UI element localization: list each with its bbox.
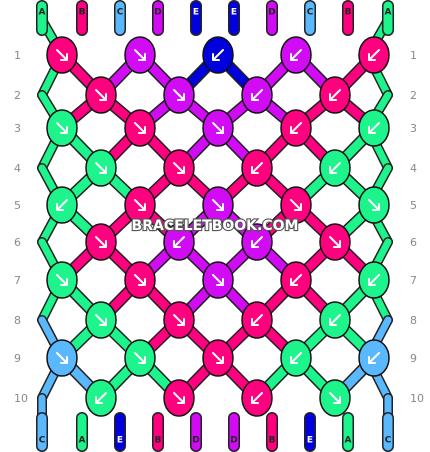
arrow-down-left-icon bbox=[212, 49, 224, 61]
row-labels: 1 1 2 2 3 3 4 4 5 5 6 6 7 7 8 8 9 9 10 10 bbox=[14, 49, 424, 405]
arrow-down-left-icon bbox=[290, 352, 302, 364]
row-label-right: 10 bbox=[410, 392, 424, 405]
top-string-letter: D bbox=[154, 8, 161, 18]
arrow-down-right-icon bbox=[173, 89, 185, 101]
top-string-letter: B bbox=[345, 8, 352, 18]
arrow-down-left-icon bbox=[368, 49, 380, 61]
arrow-down-left-icon bbox=[329, 162, 341, 174]
bottom-string-letter: C bbox=[385, 436, 392, 446]
bottom-string-letter: C bbox=[39, 436, 46, 446]
arrow-down-right-icon bbox=[134, 199, 146, 211]
arrow-down-right-icon bbox=[173, 392, 185, 404]
arrow-down-right-icon bbox=[134, 49, 146, 61]
arrow-down-right-icon bbox=[56, 122, 68, 134]
arrow-down-right-icon bbox=[95, 89, 107, 101]
bottom-string-letter: E bbox=[117, 436, 123, 446]
arrow-down-right-icon bbox=[134, 122, 146, 134]
arrow-down-right-icon bbox=[368, 199, 380, 211]
arrow-down-right-icon bbox=[212, 274, 224, 286]
row-label-left: 4 bbox=[14, 162, 21, 175]
string-letters: A B C D E E D C B A C A E B D D B E A C bbox=[39, 8, 392, 446]
arrow-down-right-icon bbox=[95, 314, 107, 326]
bottom-string-letter: D bbox=[230, 436, 237, 446]
arrow-down-right-icon bbox=[173, 314, 185, 326]
bottom-string-letter: A bbox=[345, 436, 352, 446]
arrow-down-left-icon bbox=[368, 122, 380, 134]
row-label-left: 9 bbox=[14, 352, 21, 365]
arrow-down-left-icon bbox=[290, 49, 302, 61]
arrow-down-left-icon bbox=[95, 392, 107, 404]
row-label-right: 5 bbox=[410, 199, 417, 212]
arrow-down-right-icon bbox=[290, 199, 302, 211]
thread-ends bbox=[36, 0, 394, 452]
top-string-letter: E bbox=[231, 8, 237, 18]
top-string-letter: A bbox=[39, 8, 46, 18]
bottom-string-letter: B bbox=[269, 436, 276, 446]
arrow-down-right-icon bbox=[173, 162, 185, 174]
arrow-down-left-icon bbox=[368, 274, 380, 286]
row-label-left: 10 bbox=[14, 392, 28, 405]
row-label-left: 2 bbox=[14, 89, 21, 102]
row-label-right: 1 bbox=[410, 49, 417, 62]
arrow-down-right-icon bbox=[212, 352, 224, 364]
arrow-down-left-icon bbox=[329, 314, 341, 326]
watermark-text: BRACELETBOOK.COM bbox=[132, 218, 299, 234]
row-label-left: 8 bbox=[14, 314, 21, 327]
row-label-left: 3 bbox=[14, 122, 21, 135]
bottom-string-letter: B bbox=[155, 436, 162, 446]
top-string-letter: B bbox=[79, 8, 86, 18]
arrow-down-right-icon bbox=[134, 352, 146, 364]
row-label-right: 3 bbox=[410, 122, 417, 135]
arrow-down-right-icon bbox=[56, 352, 68, 364]
bottom-string-letter: A bbox=[79, 436, 86, 446]
row-label-left: 5 bbox=[14, 199, 21, 212]
row-label-right: 8 bbox=[410, 314, 417, 327]
knot-grid bbox=[46, 36, 390, 417]
arrow-down-right-icon bbox=[95, 236, 107, 248]
arrow-down-left-icon bbox=[251, 162, 263, 174]
arrow-down-right-icon bbox=[212, 199, 224, 211]
arrow-down-left-icon bbox=[173, 236, 185, 248]
arrow-down-right-icon bbox=[95, 162, 107, 174]
top-string-letter: C bbox=[307, 8, 314, 18]
arrow-down-left-icon bbox=[251, 236, 263, 248]
arrow-down-left-icon bbox=[368, 352, 380, 364]
top-string-letter: A bbox=[385, 8, 392, 18]
bottom-string-letter: E bbox=[307, 436, 313, 446]
row-label-right: 2 bbox=[410, 89, 417, 102]
row-label-right: 7 bbox=[410, 274, 417, 287]
arrow-down-left-icon bbox=[251, 392, 263, 404]
row-label-right: 4 bbox=[410, 162, 417, 175]
row-label-left: 1 bbox=[14, 49, 21, 62]
row-label-right: 6 bbox=[410, 236, 417, 249]
arrow-down-right-icon bbox=[329, 392, 341, 404]
arrow-down-right-icon bbox=[329, 236, 341, 248]
arrow-down-left-icon bbox=[290, 122, 302, 134]
row-label-right: 9 bbox=[410, 352, 417, 365]
arrow-down-right-icon bbox=[56, 49, 68, 61]
arrow-down-left-icon bbox=[56, 199, 68, 211]
row-label-left: 7 bbox=[14, 274, 21, 287]
arrow-down-right-icon bbox=[212, 122, 224, 134]
top-string-letter: D bbox=[268, 8, 275, 18]
top-string-letter: C bbox=[117, 8, 124, 18]
arrow-down-left-icon bbox=[290, 274, 302, 286]
arrow-down-left-icon bbox=[251, 314, 263, 326]
arrow-down-left-icon bbox=[329, 89, 341, 101]
arrow-down-right-icon bbox=[134, 274, 146, 286]
arrow-down-right-icon bbox=[56, 274, 68, 286]
top-string-letter: E bbox=[193, 8, 199, 18]
arrow-down-left-icon bbox=[251, 89, 263, 101]
bottom-string-letter: D bbox=[192, 436, 199, 446]
row-label-left: 6 bbox=[14, 236, 21, 249]
